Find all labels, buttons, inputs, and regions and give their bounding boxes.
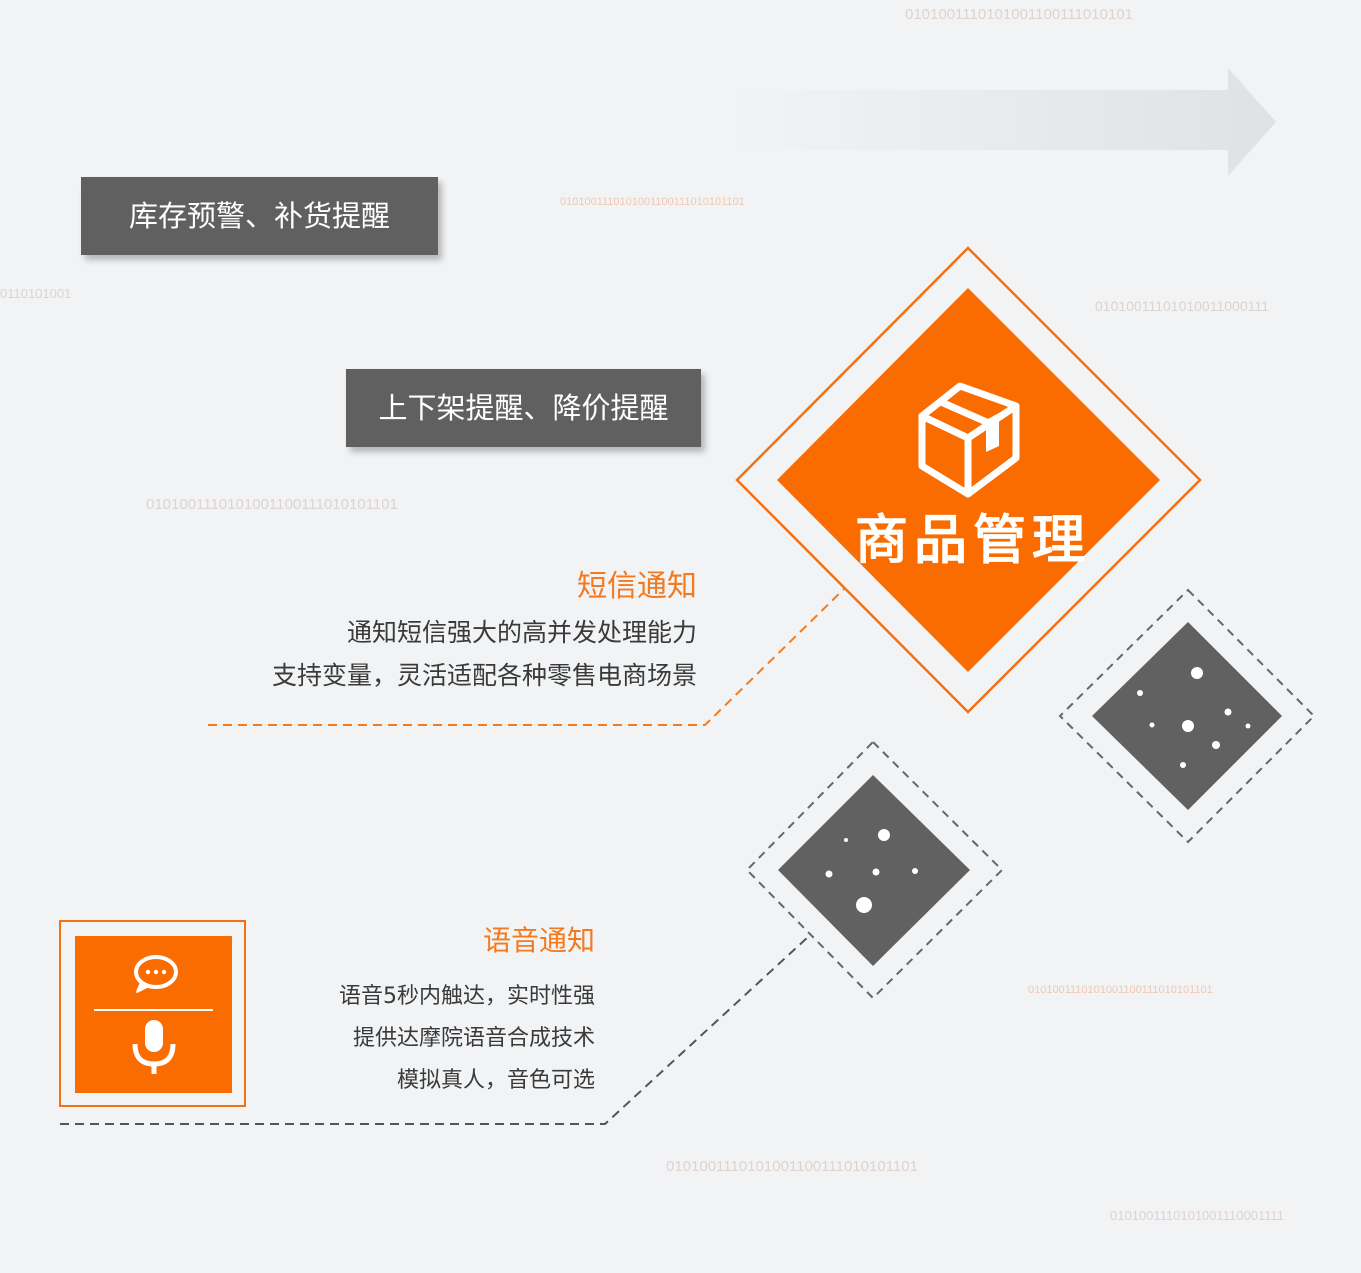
voice-title: 语音通知	[482, 924, 595, 957]
voice-desc-line-1: 语音5秒内触达，实时性强	[339, 984, 595, 1009]
voice-connector	[60, 936, 809, 1125]
dark-diamond-right	[1092, 622, 1282, 810]
tag-stock-alert: 库存预警、补货提醒	[81, 177, 438, 255]
bg-binary-text-4: 01010011101010011000111	[1095, 298, 1269, 314]
voice-icon-frame	[59, 920, 246, 1107]
sms-title: 短信通知	[577, 569, 697, 604]
bg-binary-text-6: 0101001110101001100111010101101	[1028, 984, 1213, 996]
tag-listing-alert: 上下架提醒、降价提醒	[346, 369, 701, 447]
box-icon	[918, 382, 1020, 498]
bg-binary-text-7: 0101001110101001100111010101101	[666, 1158, 918, 1175]
dark-diamond-left-dots	[825, 829, 918, 913]
microphone-icon	[132, 1020, 176, 1074]
bg-binary-text-5: 0101001110101001100111010101101	[146, 496, 398, 513]
product-management-title: 商品管理	[855, 510, 1091, 571]
voice-desc-line-2: 提供达摩院语音合成技术	[352, 1026, 595, 1051]
main-diamond-outline	[735, 246, 1202, 714]
dark-diamond-right-outline	[1058, 588, 1316, 844]
bg-binary-text-1: 0101001110101001100111010101	[905, 6, 1134, 23]
bg-binary-text-3: 0110101001	[0, 286, 72, 301]
sms-desc-line-1: 通知短信强大的高并发处理能力	[346, 618, 697, 647]
progress-arrow	[730, 68, 1276, 176]
dark-diamond-left-outline	[745, 740, 1004, 1000]
chat-bubble-icon	[134, 955, 178, 993]
sms-connector	[208, 587, 846, 726]
dark-diamond-right-dots	[1137, 667, 1251, 768]
sms-desc-line-2: 支持变量，灵活适配各种零售电商场景	[271, 661, 697, 690]
voice-icon-box	[75, 936, 232, 1093]
bg-binary-text-8: 0101001110101001110001111	[1110, 1208, 1284, 1223]
voice-desc-line-3: 模拟真人，音色可选	[396, 1068, 595, 1093]
bg-binary-text-2: 0101001110101001100111010101101	[560, 196, 745, 208]
